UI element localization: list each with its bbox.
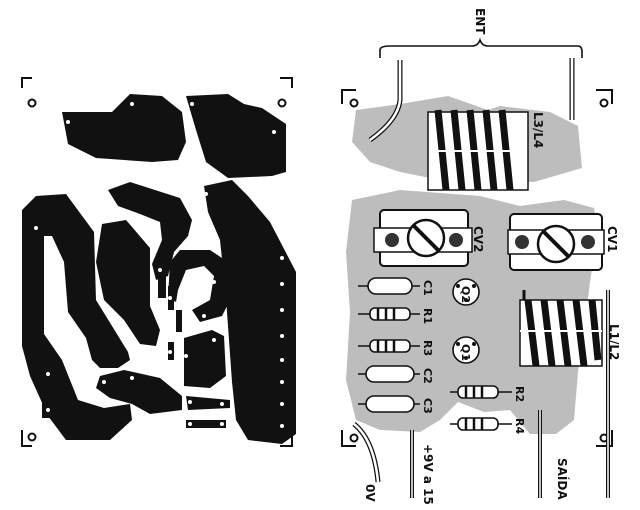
coil-l1-l2 [519,299,603,367]
lead-wires [352,290,610,498]
transistor-q2 [452,278,480,306]
resistor-bands [376,308,484,430]
passive-components [358,277,512,431]
coil-l3-l4 [427,109,529,191]
label-vcc: +9V a 15 [421,444,435,505]
label-c3: C3 [421,398,434,414]
copper-layout [21,77,296,447]
solder-holes [34,102,284,428]
copper-pads [22,94,296,444]
label-r4: R4 [513,418,526,434]
label-r2: R2 [513,386,526,402]
transistor-q1 [452,336,480,364]
trimmer-cv1 [507,213,605,271]
input-wires [368,58,575,143]
label-r1: R1 [421,308,434,324]
label-l1-l2: L1/L2 [607,324,621,360]
label-cv1: CV1 [605,226,619,252]
label-c2: C2 [421,368,434,384]
label-q2: Q2 [459,286,472,303]
label-l3-l4: L3/L4 [531,112,545,148]
ent-brace [379,37,583,58]
label-r3: R3 [421,340,434,356]
label-q1: Q1 [459,344,472,361]
label-cv2: CV2 [471,226,485,252]
label-0v: 0V [363,484,377,502]
label-c1: C1 [421,280,434,296]
component-layout: ENT L3/L4 CV2 [341,8,621,505]
label-saida: SAÍDA [555,458,570,500]
label-ent: ENT [473,8,487,35]
trimmer-cv2 [373,209,473,267]
